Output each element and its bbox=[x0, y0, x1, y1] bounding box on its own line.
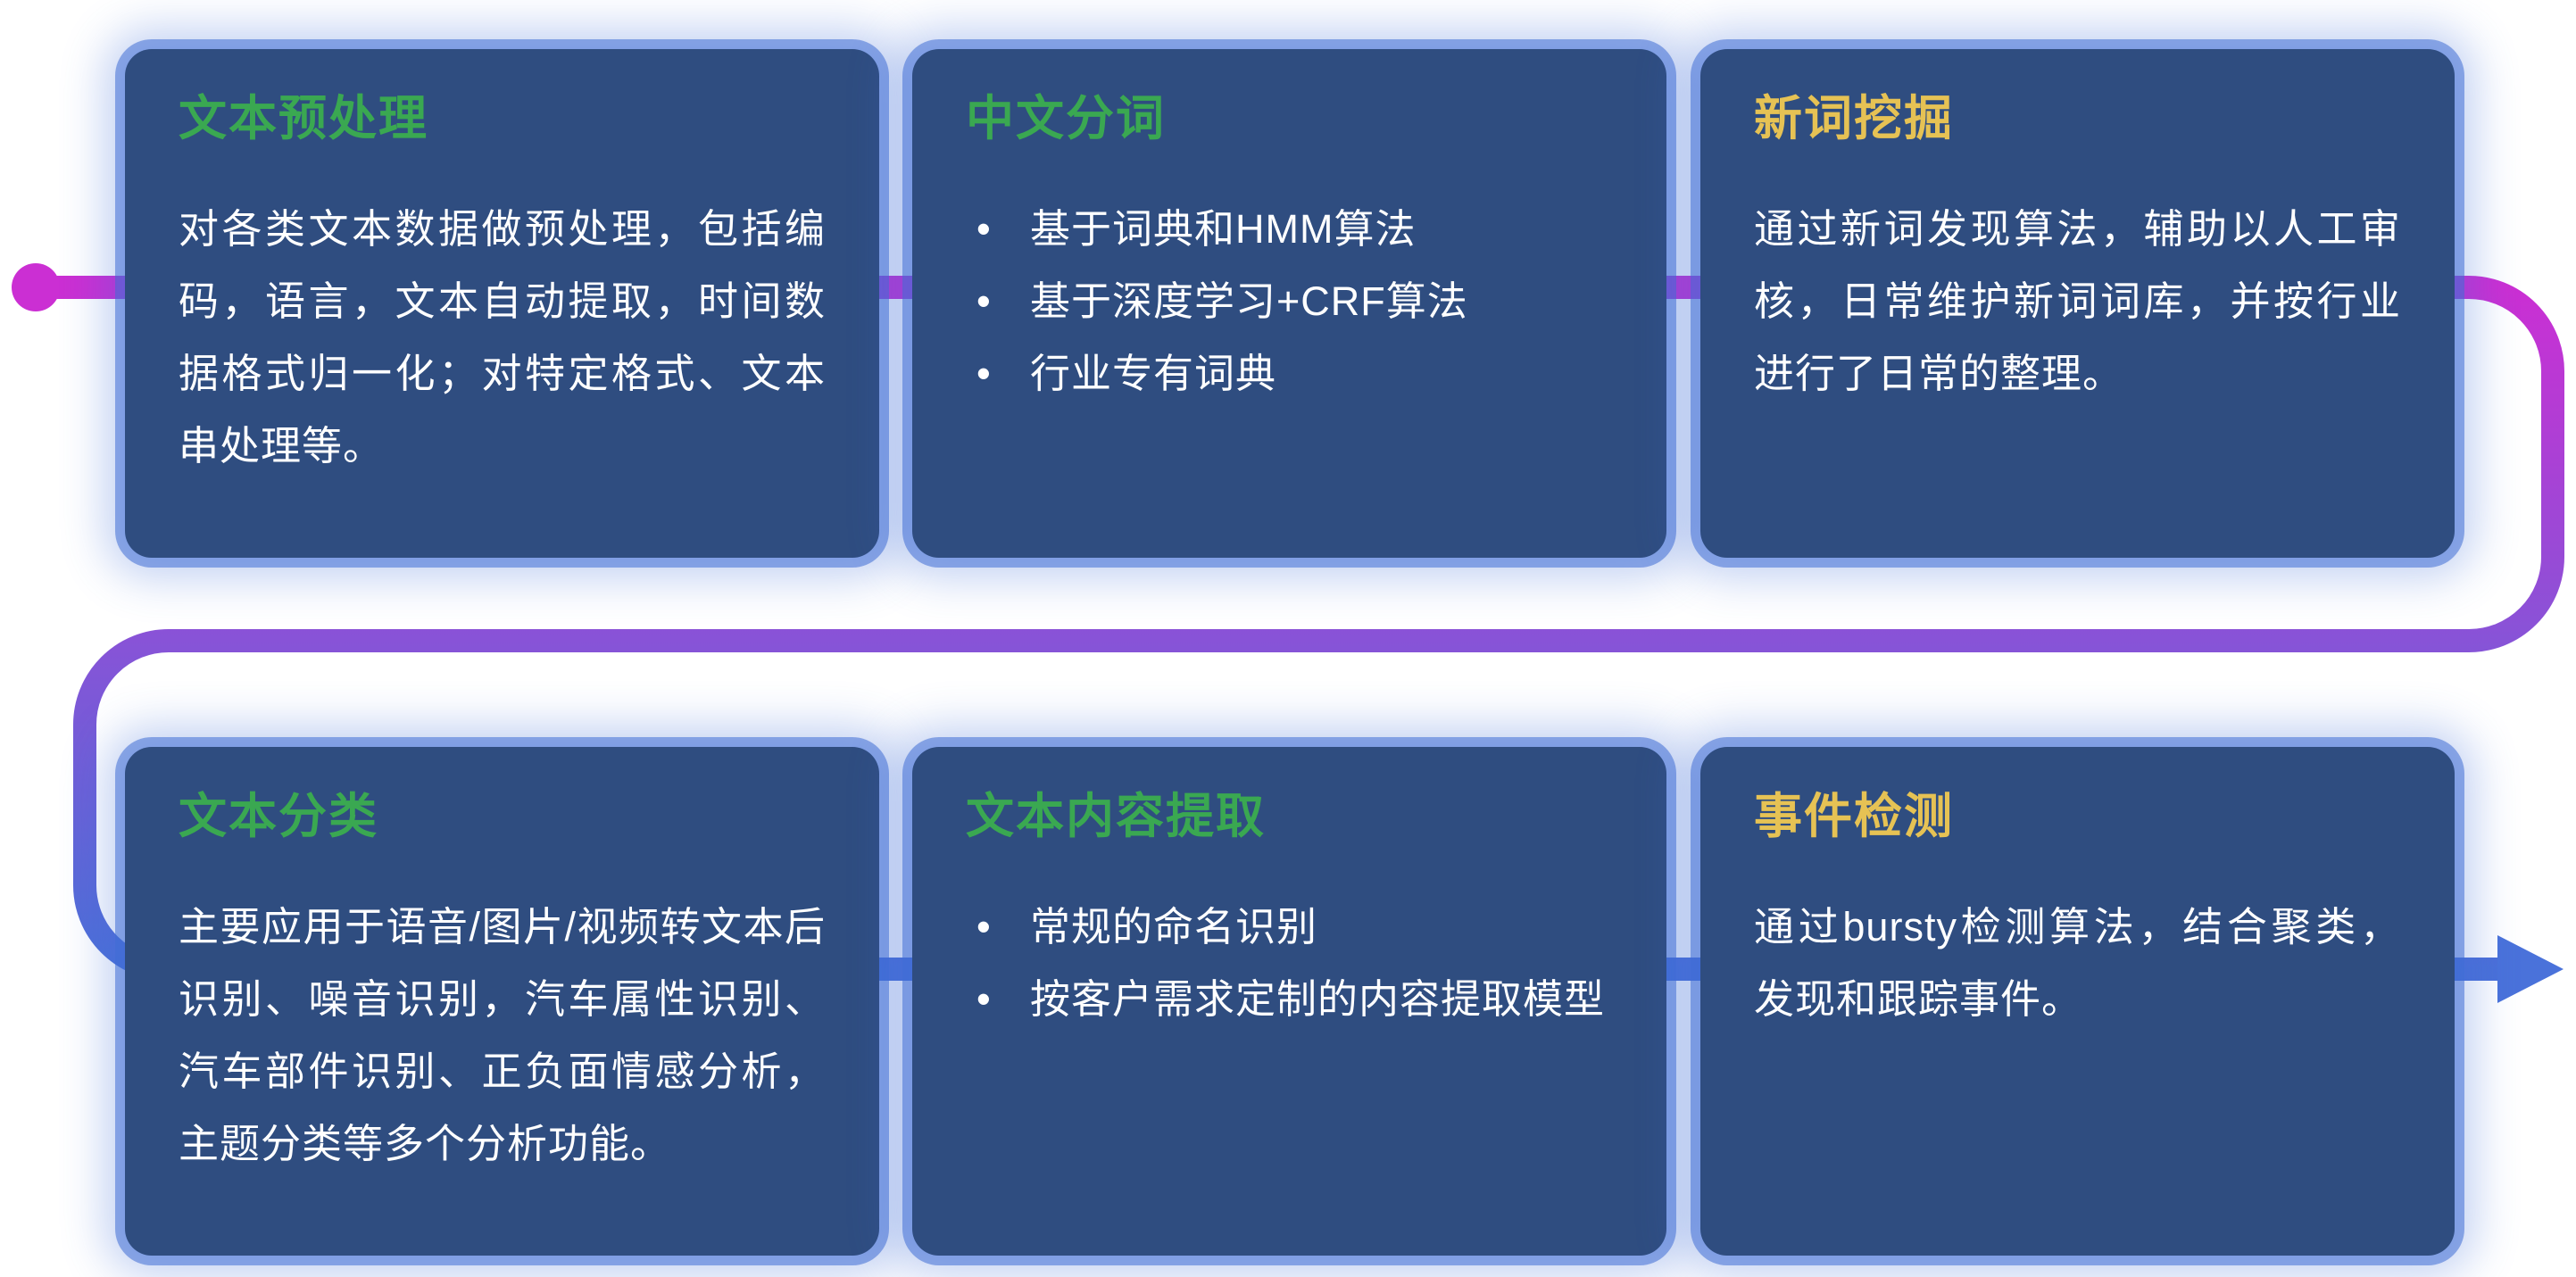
card-body: 主要应用于语音/图片/视频转文本后识别、噪音识别，汽车属性识别、汽车部件识别、正… bbox=[179, 903, 826, 1166]
bullet-icon: • bbox=[976, 975, 992, 1022]
card-title: 中文分词 bbox=[966, 92, 1166, 145]
card-title: 文本预处理 bbox=[179, 92, 428, 145]
card-body: 对各类文本数据做预处理，包括编码，语言，文本自动提取，时间数据格式归一化；对特定… bbox=[179, 205, 826, 469]
bullet-text: 行业专有词典 bbox=[1030, 350, 1277, 396]
list-item: • 基于深度学习+CRF算法 bbox=[966, 265, 1613, 337]
card-body: 通过bursty检测算法，结合聚类，发现和跟踪事件。 bbox=[1754, 903, 2401, 1022]
bullet-icon: • bbox=[976, 903, 992, 949]
bullet-text: 基于词典和HMM算法 bbox=[1030, 205, 1417, 252]
bullet-text: 常规的命名识别 bbox=[1030, 903, 1318, 949]
card-bullet-list: • 常规的命名识别 • 按客户需求定制的内容提取模型 bbox=[966, 891, 1613, 1035]
card-title: 文本内容提取 bbox=[966, 790, 1266, 843]
card-title: 新词挖掘 bbox=[1754, 92, 1954, 145]
bullet-text: 基于深度学习+CRF算法 bbox=[1030, 278, 1468, 324]
card-text-content-extraction: 文本内容提取 • 常规的命名识别 • 按客户需求定制的内容提取模型 bbox=[912, 747, 1666, 1256]
flow-start-dot bbox=[12, 263, 60, 311]
bullet-text: 按客户需求定制的内容提取模型 bbox=[1030, 975, 1606, 1022]
card-event-detection: 事件检测 通过bursty检测算法，结合聚类，发现和跟踪事件。 bbox=[1700, 747, 2455, 1256]
card-text-preprocessing: 文本预处理 对各类文本数据做预处理，包括编码，语言，文本自动提取，时间数据格式归… bbox=[125, 49, 879, 558]
arrow-right-icon bbox=[2497, 935, 2564, 1003]
card-title: 文本分类 bbox=[179, 790, 378, 843]
list-item: • 基于词典和HMM算法 bbox=[966, 193, 1613, 265]
bullet-icon: • bbox=[976, 278, 992, 324]
bullet-icon: • bbox=[976, 350, 992, 396]
list-item: • 按客户需求定制的内容提取模型 bbox=[966, 963, 1613, 1035]
card-chinese-word-segmentation: 中文分词 • 基于词典和HMM算法 • 基于深度学习+CRF算法 • 行业专有词… bbox=[912, 49, 1666, 558]
flow-line bbox=[36, 276, 2564, 981]
card-text-classification: 文本分类 主要应用于语音/图片/视频转文本后识别、噪音识别，汽车属性识别、汽车部… bbox=[125, 747, 879, 1256]
card-body: 通过新词发现算法，辅助以人工审核，日常维护新词词库，并按行业进行了日常的整理。 bbox=[1754, 205, 2401, 396]
bullet-icon: • bbox=[976, 205, 992, 252]
card-title: 事件检测 bbox=[1754, 790, 1954, 843]
list-item: • 常规的命名识别 bbox=[966, 891, 1613, 963]
card-bullet-list: • 基于词典和HMM算法 • 基于深度学习+CRF算法 • 行业专有词典 bbox=[966, 193, 1613, 410]
card-new-word-mining: 新词挖掘 通过新词发现算法，辅助以人工审核，日常维护新词词库，并按行业进行了日常… bbox=[1700, 49, 2455, 558]
list-item: • 行业专有词典 bbox=[966, 337, 1613, 410]
